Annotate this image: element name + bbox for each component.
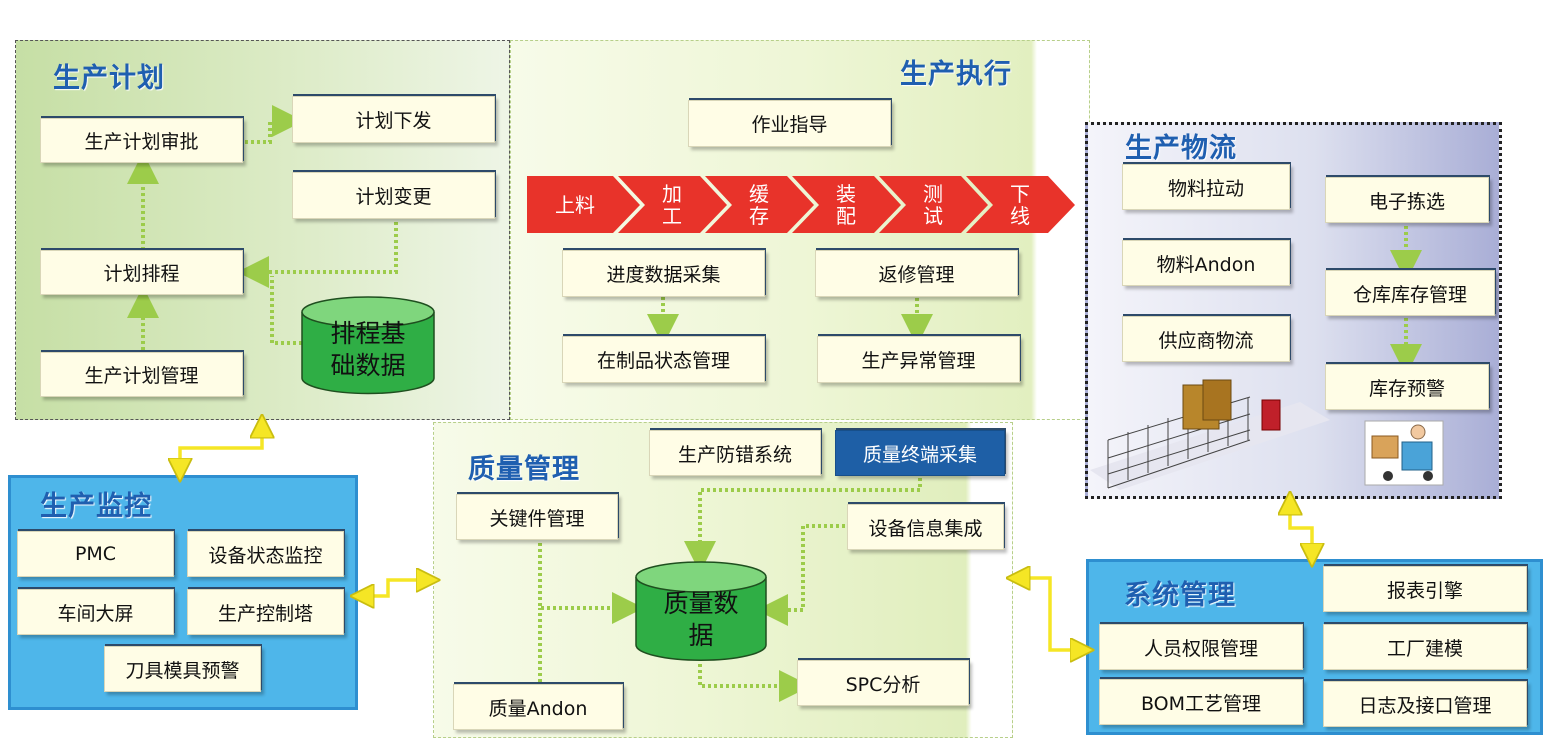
chevron-2-line1: 加 (662, 182, 682, 206)
chevron-label-1: 上料 (540, 194, 610, 216)
schedule-db-label: 排程基 础数据 (302, 318, 434, 382)
chevron-3-line1: 缓 (749, 182, 769, 206)
logistics-title: 生产物流 (1125, 133, 1237, 164)
box-quality-terminal[interactable]: 质量终端采集 (835, 430, 1005, 476)
connector-logistics-system (1290, 503, 1312, 555)
box-error-proofing[interactable]: 生产防错系统 (649, 430, 821, 476)
box-progress-collection[interactable]: 进度数据采集 (562, 250, 765, 297)
schedule-db-line2: 础数据 (330, 351, 406, 380)
warehouse-icon (1090, 379, 1330, 490)
chevron-5 (879, 176, 988, 233)
chevron-1 (527, 176, 640, 233)
chevron-1-line1: 上料 (555, 193, 595, 217)
chevron-label-2: 加工 (650, 183, 694, 227)
connector-monitor-quality (362, 580, 428, 596)
chevron-5-line2: 试 (923, 204, 943, 228)
chevron-6 (966, 176, 1075, 233)
box-tool-mold-alert[interactable]: 刀具模具预警 (104, 646, 261, 692)
connector-terminal-to-qdb (684, 478, 922, 573)
box-plan-issue[interactable]: 计划下发 (292, 96, 495, 143)
box-electronic-picking[interactable]: 电子拣选 (1325, 177, 1489, 223)
chevron-label-3: 缓存 (737, 183, 781, 227)
chevron-label-5: 测试 (911, 183, 955, 227)
schedule-db-line1: 排程基 (330, 319, 406, 348)
quality-db-line1: 质量数 (663, 589, 739, 618)
chevron-label-6: 下线 (998, 183, 1042, 227)
connector-change-to-schedule (237, 222, 398, 288)
box-device-integration[interactable]: 设备信息集成 (847, 504, 1004, 550)
plan-title: 生产计划 (53, 63, 165, 94)
box-bom-process[interactable]: BOM工艺管理 (1099, 679, 1303, 725)
box-permission-manage[interactable]: 人员权限管理 (1099, 624, 1303, 670)
box-material-pull[interactable]: 物料拉动 (1122, 164, 1290, 210)
box-repair-manage[interactable]: 返修管理 (815, 250, 1018, 297)
box-spc-analysis[interactable]: SPC分析 (797, 660, 969, 706)
connector-device-to-qdb (756, 524, 845, 626)
cylinder-schedule-db (301, 296, 435, 395)
connector-qdb-to-spc (698, 664, 811, 702)
chevron-3-line2: 存 (749, 204, 769, 228)
forklift-icon (1364, 420, 1444, 486)
box-supplier-logistics[interactable]: 供应商物流 (1122, 316, 1290, 362)
chevron-4-line1: 装 (836, 182, 856, 206)
box-factory-modeling[interactable]: 工厂建模 (1323, 624, 1527, 670)
box-inventory-alert[interactable]: 库存预警 (1325, 364, 1489, 410)
quality-db-label: 质量数 据 (636, 588, 766, 652)
box-report-engine[interactable]: 报表引擎 (1323, 566, 1527, 612)
chevron-2-line2: 工 (662, 204, 682, 228)
connector-db-to-schedule (270, 276, 302, 345)
quality-db-line2: 据 (688, 621, 714, 650)
chevron-6-line1: 下 (1010, 182, 1030, 206)
box-plan-change[interactable]: 计划变更 (292, 172, 495, 219)
chevron-3 (705, 176, 814, 233)
box-log-interface[interactable]: 日志及接口管理 (1323, 681, 1527, 727)
connector-monitor-plan (180, 426, 262, 470)
system-title: 系统管理 (1124, 580, 1236, 611)
chevron-6-line2: 线 (1010, 204, 1030, 228)
chevron-4 (792, 176, 901, 233)
box-wip-status[interactable]: 在制品状态管理 (562, 336, 765, 383)
chevron-4-line2: 配 (836, 204, 856, 228)
box-plan-manage[interactable]: 生产计划管理 (40, 352, 243, 397)
box-material-andon[interactable]: 物料Andon (1122, 240, 1290, 286)
box-workshop-screen[interactable]: 车间大屏 (17, 589, 174, 635)
box-key-parts[interactable]: 关键件管理 (456, 494, 618, 540)
cylinder-quality-db (635, 561, 767, 661)
box-abnormal-manage[interactable]: 生产异常管理 (817, 336, 1020, 383)
box-warehouse-inventory[interactable]: 仓库库存管理 (1325, 270, 1495, 316)
box-device-status[interactable]: 设备状态监控 (187, 531, 344, 577)
box-pmc[interactable]: PMC (17, 531, 174, 577)
connector-quality-system (1018, 578, 1082, 650)
exec-title: 生产执行 (900, 59, 1012, 90)
chevron-2 (618, 176, 727, 233)
box-plan-approve[interactable]: 生产计划审批 (40, 118, 243, 163)
connector-keyparts-to-qdb (538, 543, 644, 624)
box-control-tower[interactable]: 生产控制塔 (187, 589, 344, 635)
process-chevrons (527, 176, 1075, 233)
connector-approve-to-issue (245, 105, 304, 144)
box-plan-schedule[interactable]: 计划排程 (40, 250, 243, 295)
chevron-5-line1: 测 (923, 182, 943, 206)
quality-title: 质量管理 (468, 454, 580, 485)
monitor-title: 生产监控 (40, 491, 152, 522)
box-quality-andon[interactable]: 质量Andon (453, 684, 623, 730)
box-work-guide[interactable]: 作业指导 (688, 100, 891, 147)
chevron-label-4: 装配 (824, 183, 868, 227)
